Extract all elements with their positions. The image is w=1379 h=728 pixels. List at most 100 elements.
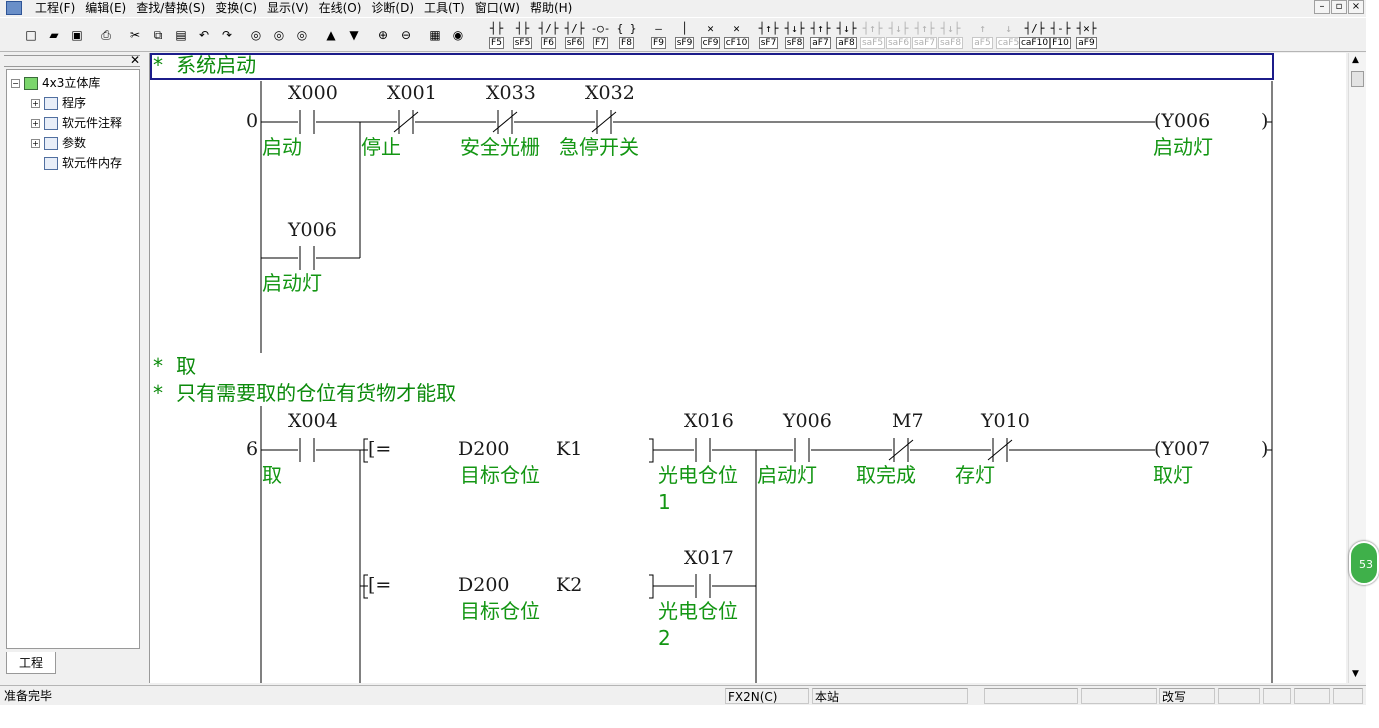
new-icon[interactable]: □ (25, 28, 37, 42)
compare-src: D200 (458, 438, 510, 460)
close-icon[interactable]: ✕ (129, 53, 140, 67)
shortcut-key: saF7 (911, 37, 938, 49)
close-button[interactable]: × (1348, 0, 1364, 14)
floating-badge[interactable]: 53 (1349, 541, 1379, 585)
menu-bar: 工程(F) 编辑(E) 查找/替换(S) 变换(C) 显示(V) 在线(O) 诊… (0, 0, 1366, 16)
find-instruction-icon[interactable]: ◎ (273, 28, 285, 42)
ladder-button-caf10[interactable]: ┤/├caF10 (1018, 21, 1051, 49)
project-tree: − 4x3立体库 + 程序 + 软元件注释 + 参数 软元件内存 (6, 69, 140, 649)
restore-button[interactable]: ▫ (1331, 0, 1347, 14)
ladder-button-af5[interactable]: ↑aF5 (970, 21, 995, 49)
print-icon[interactable]: ⎙ (101, 27, 111, 42)
undo-icon[interactable]: ↶ (198, 28, 210, 42)
window-controls: – ▫ × (1314, 0, 1364, 14)
ladder-button-af7[interactable]: ┤↑├aF7 (808, 21, 833, 49)
ladder-button-f8[interactable]: { }F8 (614, 21, 639, 49)
ladder-button-caf5[interactable]: ↓caF5 (995, 21, 1022, 49)
status-cell (984, 688, 1078, 704)
ladder-button-sf8[interactable]: ┤↓├sF8 (782, 21, 807, 49)
minimize-button[interactable]: – (1314, 0, 1330, 14)
find-contact-icon[interactable]: ◎ (296, 28, 308, 42)
tree-item-label: 参数 (62, 136, 87, 150)
menu-help[interactable]: 帮助(H) (529, 1, 573, 15)
tree-item-device-comment[interactable]: + 软元件注释 (31, 114, 122, 132)
tree-root[interactable]: − 4x3立体库 (11, 74, 100, 92)
ladder-editor[interactable]: * 系统启动 0 X000 启动 X001 停止 X033 安全光栅 (149, 53, 1346, 683)
scroll-down-icon[interactable]: ▼ (1352, 669, 1359, 679)
rung-comment: * 系统启动 (152, 53, 256, 77)
ladder-symbol-icon: ↓ (1005, 22, 1012, 35)
ladder-button-f6[interactable]: ┤/├F6 (536, 21, 561, 49)
ladder-button-saf8[interactable]: ┤↓├saF8 (937, 21, 964, 49)
ladder-button-sf7[interactable]: ┤↑├sF7 (756, 21, 781, 49)
ladder-button-f10[interactable]: ┤-├F10 (1048, 21, 1073, 49)
tab-project[interactable]: 工程 (6, 652, 56, 674)
write-plc-icon[interactable]: ▲ (326, 28, 336, 42)
contact-comment: 安全光栅 (460, 135, 540, 159)
expand-icon[interactable]: + (31, 138, 40, 148)
tree-item-program[interactable]: + 程序 (31, 94, 86, 112)
ladder-button-cf9[interactable]: ✕cF9 (698, 21, 723, 49)
expand-icon[interactable]: + (31, 98, 40, 108)
shortcut-key: cF10 (723, 37, 750, 49)
vertical-scrollbar[interactable]: ▲ ▼ (1348, 53, 1366, 683)
shortcut-key: F5 (489, 37, 504, 49)
menu-convert[interactable]: 变换(C) (215, 1, 258, 15)
device-label: X016 (684, 410, 734, 432)
menu-online[interactable]: 在线(O) (318, 1, 362, 15)
menu-project[interactable]: 工程(F) (35, 1, 76, 15)
device-label: Y010 (980, 410, 1030, 432)
ladder-button-saf6[interactable]: ┤↓├saF6 (885, 21, 912, 49)
app-icon[interactable] (6, 1, 22, 15)
status-cell (1333, 688, 1363, 704)
copy-icon[interactable]: ⧉ (153, 27, 163, 42)
device-label: X017 (684, 547, 734, 569)
ladder-button-af9[interactable]: ┤✕├aF9 (1074, 21, 1099, 49)
memory-icon (44, 156, 58, 170)
tree-item-parameters[interactable]: + 参数 (31, 134, 86, 152)
menu-edit[interactable]: 编辑(E) (85, 1, 127, 15)
zoom-out-icon[interactable]: ⊖ (400, 28, 412, 42)
toolbar: □ ▰ ▣ ⎙ ✂ ⧉ ▤ ↶ ↷ ◎ ◎ ◎ ▲ ▼ ⊕ ⊖ ▦ ◉ ┤├F5┤├sF5┤/├F6┤/├sF6-… (0, 17, 1366, 52)
comment-icon (44, 116, 58, 130)
menu-find-replace[interactable]: 查找/替换(S) (136, 1, 206, 15)
expand-icon[interactable]: + (31, 118, 40, 128)
step-number: 6 (246, 438, 258, 460)
redo-icon[interactable]: ↷ (221, 28, 233, 42)
scroll-up-icon[interactable]: ▲ (1352, 55, 1359, 65)
ladder-button-saf7[interactable]: ┤↑├saF7 (911, 21, 938, 49)
shortcut-key: F8 (619, 37, 634, 49)
monitor-icon[interactable]: ◉ (452, 28, 464, 42)
menu-view[interactable]: 显示(V) (267, 1, 309, 15)
scroll-thumb[interactable] (1351, 71, 1364, 87)
ladder-button-f7[interactable]: -○-F7 (588, 21, 613, 49)
comment-icon[interactable]: ▦ (429, 28, 441, 42)
ladder-symbol-icon: ┤↓├ (836, 22, 857, 35)
ladder-button-sf9[interactable]: │sF9 (672, 21, 697, 49)
open-icon[interactable]: ▰ (49, 28, 59, 42)
collapse-icon[interactable]: − (11, 78, 20, 88)
zoom-in-icon[interactable]: ⊕ (377, 28, 389, 42)
menu-diagnostics[interactable]: 诊断(D) (371, 1, 415, 15)
ladder-button-f9[interactable]: —F9 (646, 21, 671, 49)
ladder-button-sf5[interactable]: ┤├sF5 (510, 21, 535, 49)
find-device-icon[interactable]: ◎ (250, 28, 262, 42)
pane-title-bar (4, 55, 140, 67)
compare-op: [= (368, 574, 391, 596)
ladder-button-f5[interactable]: ┤├F5 (484, 21, 509, 49)
ladder-button-saf5[interactable]: ┤↑├saF5 (859, 21, 886, 49)
bottom-strip (0, 705, 1366, 728)
cut-icon[interactable]: ✂ (129, 28, 141, 42)
save-icon[interactable]: ▣ (71, 28, 83, 42)
read-plc-icon[interactable]: ▼ (349, 28, 359, 42)
device-label: Y006 (287, 219, 337, 241)
menu-window[interactable]: 窗口(W) (474, 1, 520, 15)
ladder-button-cf10[interactable]: ✕cF10 (723, 21, 750, 49)
paste-icon[interactable]: ▤ (175, 28, 187, 42)
ladder-button-af8[interactable]: ┤↓├aF8 (834, 21, 859, 49)
ladder-button-sf6[interactable]: ┤/├sF6 (562, 21, 587, 49)
status-cell (1081, 688, 1157, 704)
menu-tools[interactable]: 工具(T) (424, 1, 465, 15)
tree-item-device-memory[interactable]: 软元件内存 (44, 154, 122, 172)
ladder-symbol-icon: ✕ (707, 22, 714, 35)
